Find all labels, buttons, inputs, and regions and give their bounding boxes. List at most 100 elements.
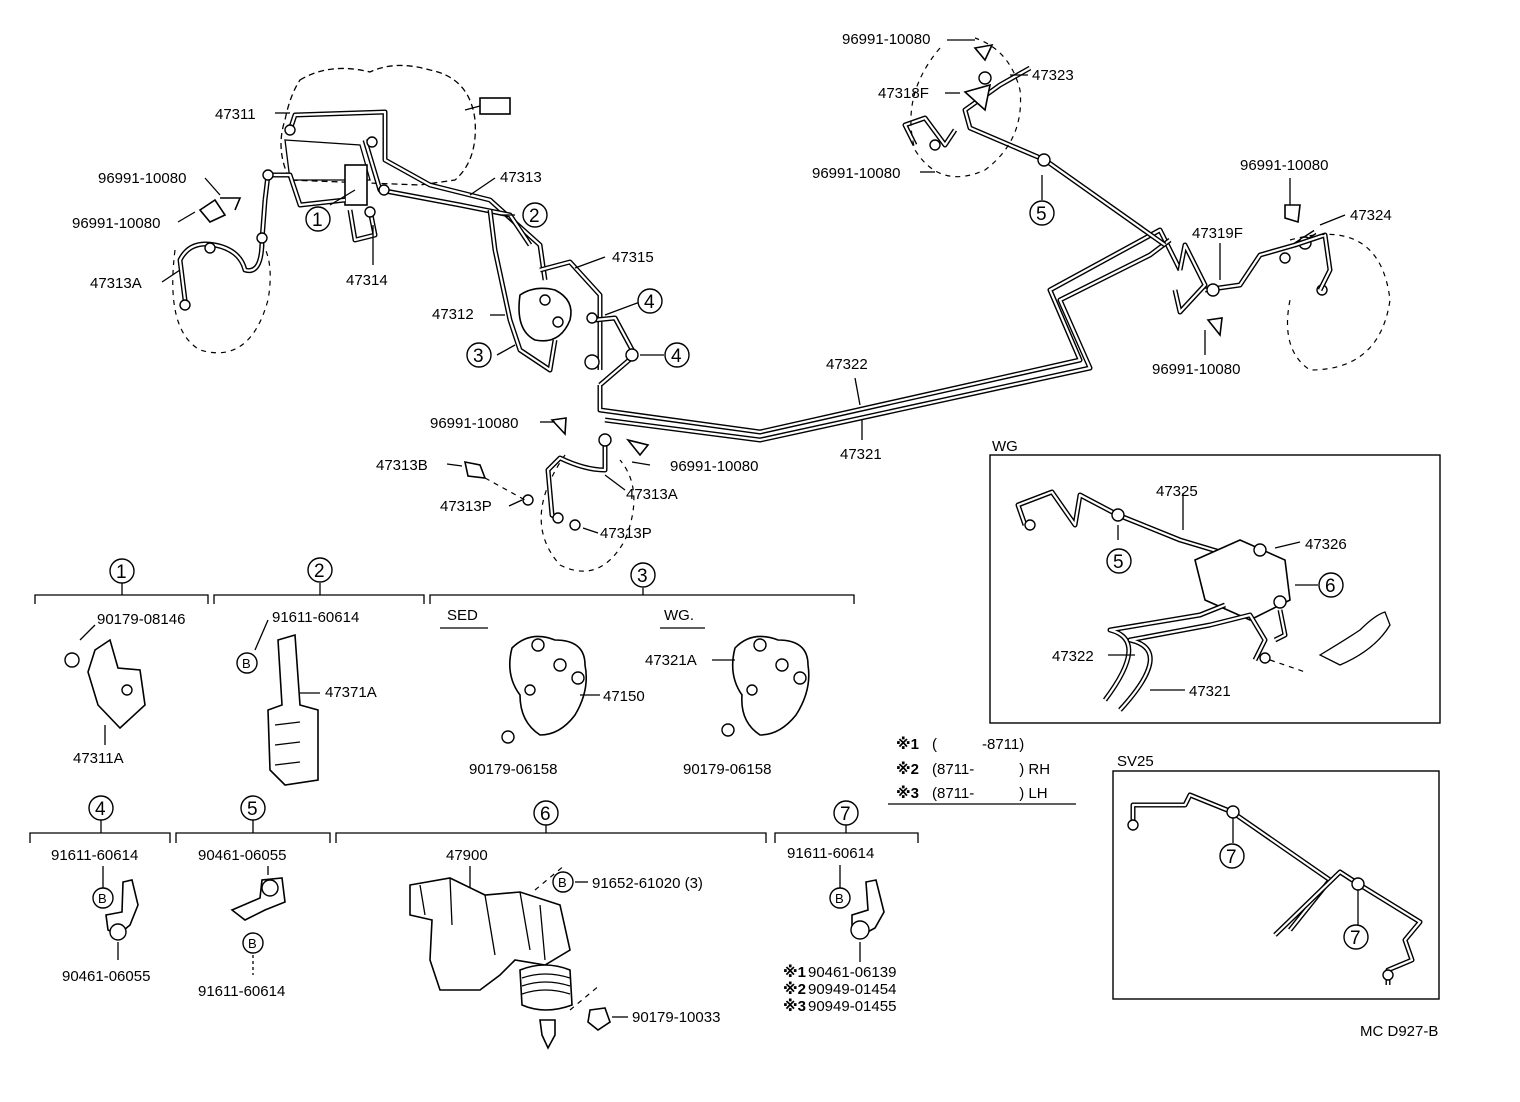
label-47313B: 47313B [376,457,428,474]
note-1-text: ( -8711) [932,736,1024,753]
wg-inset: WG 47325 47326 47322 47321 5 6 [989,438,1441,724]
group-2-number: 2 [314,561,325,582]
group-brackets-bottom: 4 5 6 7 [29,795,919,843]
group-2-parts: B 91611-60614 47371A [236,609,377,786]
group-3-parts: SED WG. 47150 90179-06158 47321A 90179-0… [440,607,810,778]
group-7-parts: 91611-60614 B ※1 90461-06139 ※2 90949-01… [783,845,896,1015]
callout-labels: 96991-10080 47323 47318F 96991-10080 969… [72,31,1392,542]
group-3-number: 3 [637,566,648,587]
g4-label-91611-60614: 91611-60614 [51,847,138,864]
g3-label-90179-06158: 90179-06158 [469,761,557,778]
circled-2: 2 [529,206,540,227]
g7-label-90461-06139: 90461-06139 [808,964,896,981]
g6-label-90179-10033: 90179-10033 [632,1009,720,1026]
label-47322: 47322 [826,356,868,373]
note-1-mark: ※1 [896,735,919,753]
front-right-rotor [463,433,635,572]
g6-label-91652-61020: 91652-61020 (3) [592,875,703,892]
label-47313P: 47313P [600,525,652,542]
label-96991-10080: 96991-10080 [98,170,186,187]
group-4-parts: 91611-60614 B 90461-06055 [51,847,150,985]
label-47313: 47313 [500,169,542,186]
g6-bolt-B: B [558,875,567,890]
label-47311: 47311 [215,106,256,123]
label-47318F: 47318F [878,85,929,102]
sv25-title: SV25 [1117,753,1154,770]
label-96991-10080: 96991-10080 [72,215,160,232]
brake-pipes-front [256,109,639,387]
sv25-circled-7: 7 [1350,928,1361,949]
g5-label-90461-06055: 90461-06055 [198,847,286,864]
group-6-parts: 47900 B 91652-61020 (3) 90179-10033 [409,847,720,1050]
g5-label-91611-60614: 91611-60614 [198,983,285,1000]
g3-label-90179-06158: 90179-06158 [683,761,771,778]
label-47313A: 47313A [626,486,678,503]
group-4-number: 4 [95,799,106,820]
g2-bolt-B: B [242,656,251,671]
g3-label-SED: SED [447,607,478,624]
group-5-number: 5 [247,799,258,820]
group-7-number: 7 [840,804,851,825]
g3-label-47150: 47150 [603,688,645,705]
sv25-inset: SV25 7 7 [1112,753,1440,1000]
group-6-number: 6 [540,804,551,825]
g7-label-91611-60614: 91611-60614 [787,845,874,862]
wg-title: WG [992,438,1018,455]
g7-label-90949-01455: 90949-01455 [808,998,896,1015]
note-2-mark: ※2 [896,760,919,778]
note-3-mark: ※3 [896,784,919,802]
g7-mark-3: ※3 [783,997,806,1015]
g7-mark-1: ※1 [783,963,806,981]
brake-booster-assembly [280,64,511,206]
wg-circled-6: 6 [1325,576,1336,597]
label-47324: 47324 [1350,207,1392,224]
g7-label-90949-01454: 90949-01454 [808,981,896,998]
label-96991-10080: 96991-10080 [430,415,518,432]
label-47319F: 47319F [1192,225,1243,242]
g7-mark-2: ※2 [783,980,806,998]
label-47323: 47323 [1032,67,1074,84]
g3-label-47321A: 47321A [645,652,697,669]
group-1-parts: 90179-08146 47311A [64,611,185,767]
g4-bolt-B: B [98,891,107,906]
note-2-text: (8711- ) RH [932,761,1050,778]
label-96991-10080: 96991-10080 [1240,157,1328,174]
circled-5: 5 [1036,204,1047,225]
g7-bolt-B: B [835,891,844,906]
group-1-number: 1 [116,562,127,583]
g1-label-47311A: 47311A [73,750,124,767]
label-47313A: 47313A [90,275,142,292]
figure-code: MC D927-B [1360,1023,1438,1040]
label-47314: 47314 [346,272,388,289]
label-96991-10080: 96991-10080 [1152,361,1240,378]
brake-pipes-rear [550,43,1333,457]
wg-label-47321: 47321 [1189,683,1231,700]
group-5-parts: 90461-06055 B 91611-60614 [198,847,286,1000]
circled-4: 4 [644,292,655,313]
g2-label-91611-60614: 91611-60614 [272,609,359,626]
wg-circled-5: 5 [1113,552,1124,573]
label-47321: 47321 [840,446,882,463]
circled-3: 3 [473,346,484,367]
label-96991-10080: 96991-10080 [842,31,930,48]
label-47315: 47315 [612,249,654,266]
leader-lines [161,39,1346,534]
g3-label-WG: WG. [664,607,694,624]
rear-right-drum [1287,233,1391,371]
circled-refs: 1 2 3 4 4 5 [305,200,1055,368]
g6-label-47900: 47900 [446,847,488,864]
g2-label-47371A: 47371A [325,684,377,701]
wg-label-47325: 47325 [1156,483,1198,500]
wg-label-47322: 47322 [1052,648,1094,665]
g5-bolt-B: B [248,936,257,951]
group-brackets-top: 1 2 3 [34,557,855,604]
rear-left-zone [910,37,1022,178]
label-96991-10080: 96991-10080 [812,165,900,182]
wg-label-47326: 47326 [1305,536,1347,553]
circled-4: 4 [671,346,682,367]
front-left-rotor [172,197,271,354]
circled-1: 1 [312,210,323,231]
label-47312: 47312 [432,306,474,323]
sv25-circled-7: 7 [1226,847,1237,868]
